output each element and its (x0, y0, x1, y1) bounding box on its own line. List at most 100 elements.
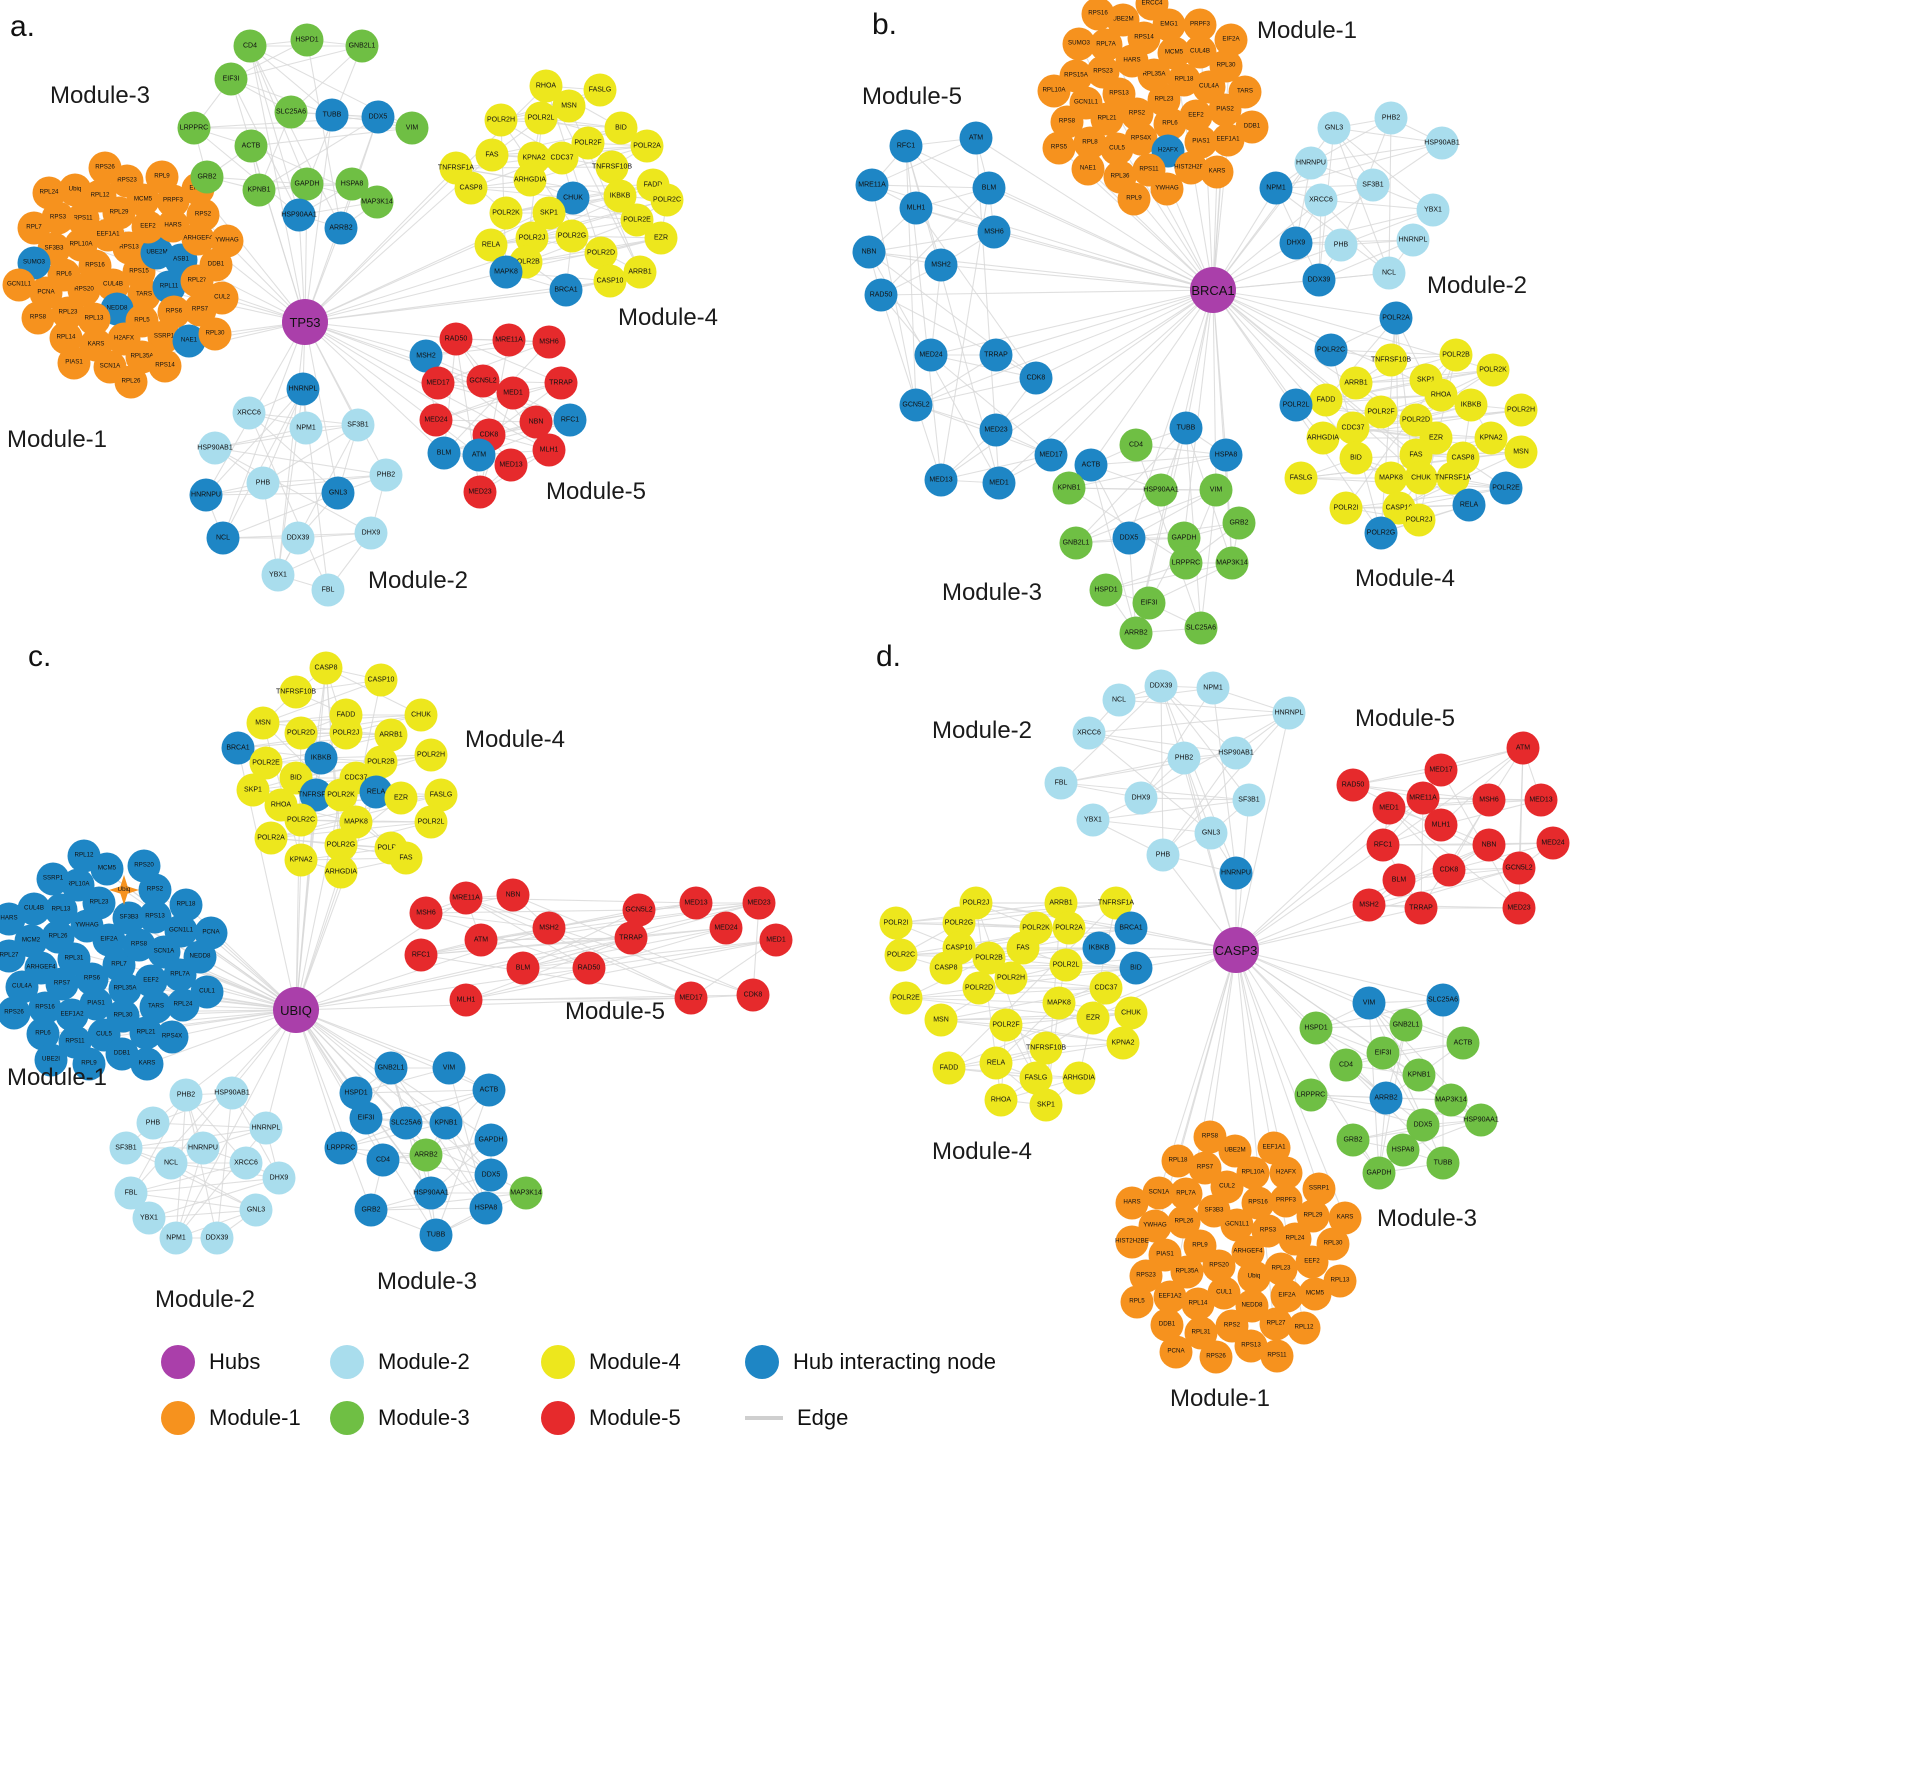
node-GCN5L2[interactable]: GCN5L2 (622, 893, 656, 927)
node-NBN[interactable]: NBN (852, 235, 886, 269)
node-RPL18[interactable]: RPL18 (1161, 1144, 1195, 1178)
node-HSPD1[interactable]: HSPD1 (1299, 1011, 1333, 1045)
node-BRCA1[interactable]: BRCA1 (549, 273, 583, 307)
node-HSPA8[interactable]: HSPA8 (1209, 438, 1243, 472)
node-YBX1[interactable]: YBX1 (1416, 193, 1450, 227)
node-YWHAG[interactable]: YWHAG (1150, 172, 1184, 206)
node-EEF1A1[interactable]: EEF1A1 (1257, 1131, 1291, 1165)
node-MRE11A[interactable]: MRE11A (492, 323, 526, 357)
node-RHOA[interactable]: RHOA (984, 1083, 1018, 1117)
node-MED1[interactable]: MED1 (496, 376, 530, 410)
node-SF3B1[interactable]: SF3B1 (1356, 168, 1390, 202)
node-POLR2L[interactable]: POLR2L (414, 805, 448, 839)
node-BID[interactable]: BID (1339, 441, 1373, 475)
node-VIM[interactable]: VIM (1352, 986, 1386, 1020)
node-RELA[interactable]: RELA (979, 1046, 1013, 1080)
node-HSP90AB1[interactable]: HSP90AB1 (1218, 736, 1254, 770)
node-NCL[interactable]: NCL (206, 521, 240, 555)
node-FAS[interactable]: FAS (389, 841, 423, 875)
node-CUL5[interactable]: CUL5 (87, 1018, 121, 1052)
node-GRB2[interactable]: GRB2 (190, 160, 224, 194)
node-CHUK[interactable]: CHUK (404, 698, 438, 732)
node-BRCA1[interactable]: BRCA1 (1114, 911, 1148, 945)
node-NPM1[interactable]: NPM1 (159, 1221, 193, 1255)
node-GNB2L1[interactable]: GNB2L1 (1389, 1008, 1423, 1042)
node-TNFRSF10B[interactable]: TNFRSF10B (1026, 1031, 1066, 1065)
node-FASLG[interactable]: FASLG (583, 73, 617, 107)
node-GNL3[interactable]: GNL3 (1194, 816, 1228, 850)
node-HNRNPU[interactable]: HNRNPU (1219, 856, 1253, 890)
node-DDX39[interactable]: DDX39 (1302, 263, 1336, 297)
node-GNB2L1[interactable]: GNB2L1 (345, 29, 379, 63)
node-HSP90AA1[interactable]: HSP90AA1 (413, 1176, 449, 1210)
node-MRE11A[interactable]: MRE11A (855, 168, 889, 202)
node-POLR2I[interactable]: POLR2I (879, 906, 913, 940)
node-RELA[interactable]: RELA (1452, 488, 1486, 522)
node-HARS[interactable]: HARS (1115, 1186, 1149, 1220)
node-BLM[interactable]: BLM (1382, 863, 1416, 897)
node-POLR2D[interactable]: POLR2D (962, 971, 996, 1005)
node-MAP3K14[interactable]: MAP3K14 (1434, 1083, 1468, 1117)
node-KPNA2[interactable]: KPNA2 (1474, 421, 1508, 455)
node-ATM[interactable]: ATM (464, 923, 498, 957)
node-GNB2L1[interactable]: GNB2L1 (1059, 526, 1093, 560)
node-MSH2[interactable]: MSH2 (924, 248, 958, 282)
node-CD4[interactable]: CD4 (1329, 1048, 1363, 1082)
node-ARRB2[interactable]: ARRB2 (324, 211, 358, 245)
node-IKBKB[interactable]: IKBKB (1082, 931, 1116, 965)
node-SF3B1[interactable]: SF3B1 (1232, 783, 1266, 817)
node-MED23[interactable]: MED23 (1502, 891, 1536, 925)
node-POLR2D[interactable]: POLR2D (584, 236, 618, 270)
node-NBN[interactable]: NBN (519, 405, 553, 439)
node-KPNA2[interactable]: KPNA2 (1106, 1026, 1140, 1060)
node-MED13[interactable]: MED13 (1524, 783, 1558, 817)
node-IKBKB[interactable]: IKBKB (1454, 388, 1488, 422)
node-RAD50[interactable]: RAD50 (1336, 768, 1370, 802)
node-MAP3K14[interactable]: MAP3K14 (1215, 546, 1249, 580)
node-MED17[interactable]: MED17 (1424, 753, 1458, 787)
node-RPL26[interactable]: RPL26 (114, 365, 148, 399)
node-RPS5[interactable]: RPS5 (1042, 131, 1076, 165)
node-ATM[interactable]: ATM (462, 438, 496, 472)
node-MED17[interactable]: MED17 (1034, 438, 1068, 472)
node-KPNB1[interactable]: KPNB1 (1052, 471, 1086, 505)
node-MSH6[interactable]: MSH6 (532, 325, 566, 359)
node-CASP10[interactable]: CASP10 (593, 264, 627, 298)
node-HSP90AB1[interactable]: HSP90AB1 (214, 1076, 250, 1110)
node-TNFRSF10B[interactable]: TNFRSF10B (1371, 343, 1411, 377)
node-HNRNPU[interactable]: HNRNPU (186, 1131, 220, 1165)
node-EZR[interactable]: EZR (384, 781, 418, 815)
node-MAPK8[interactable]: MAPK8 (1374, 461, 1408, 495)
node-ARHGDIA[interactable]: ARHGDIA (513, 163, 547, 197)
node-PHB[interactable]: PHB (246, 466, 280, 500)
node-RPL14[interactable]: RPL14 (1181, 1287, 1215, 1321)
node-FBL[interactable]: FBL (1044, 766, 1078, 800)
node-LRPPRC[interactable]: LRPPRC (1294, 1078, 1328, 1112)
node-MLH1[interactable]: MLH1 (899, 191, 933, 225)
node-BID[interactable]: BID (604, 111, 638, 145)
node-POLR2K[interactable]: POLR2K (489, 196, 523, 230)
node-ACTB[interactable]: ACTB (1446, 1026, 1480, 1060)
node-POLR2C[interactable]: POLR2C (284, 803, 318, 837)
hub-TP53[interactable]: TP53 (282, 299, 328, 345)
node-FAS[interactable]: FAS (1006, 931, 1040, 965)
node-HNRNPL[interactable]: HNRNPL (249, 1111, 283, 1145)
node-GAPDH[interactable]: GAPDH (474, 1123, 508, 1157)
node-MED17[interactable]: MED17 (674, 981, 708, 1015)
node-MED1[interactable]: MED1 (1372, 791, 1406, 825)
node-YWHAG[interactable]: YWHAG (210, 224, 244, 258)
node-PHB[interactable]: PHB (1324, 228, 1358, 262)
node-MED17[interactable]: MED17 (421, 366, 455, 400)
node-EZR[interactable]: EZR (1076, 1001, 1110, 1035)
node-CD4[interactable]: CD4 (233, 29, 267, 63)
node-MLH1[interactable]: MLH1 (532, 433, 566, 467)
node-RPS11[interactable]: RPS11 (1260, 1339, 1294, 1373)
node-ARRB2[interactable]: ARRB2 (409, 1138, 443, 1172)
node-POLR2H[interactable]: POLR2H (994, 961, 1028, 995)
node-RPL29[interactable]: RPL29 (1296, 1199, 1330, 1233)
node-MAPK8[interactable]: MAPK8 (489, 255, 523, 289)
node-POLR2B[interactable]: POLR2B (1439, 338, 1473, 372)
node-RPL9[interactable]: RPL9 (72, 1047, 106, 1081)
node-DHX9[interactable]: DHX9 (354, 516, 388, 550)
node-HNRNPL[interactable]: HNRNPL (1272, 696, 1306, 730)
